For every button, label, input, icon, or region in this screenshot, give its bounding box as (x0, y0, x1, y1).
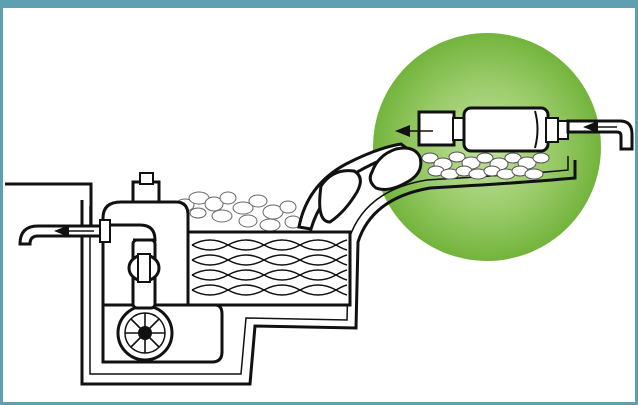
inlet-pipe-icon (566, 119, 634, 151)
transfer-hose-icon (297, 142, 423, 231)
gravel-highlight-icon (421, 151, 550, 180)
outlet-pipe-icon (18, 219, 111, 246)
valve-icon (104, 223, 161, 310)
filter-media-icon (186, 230, 352, 307)
gravel-bed-icon (165, 191, 302, 232)
basin-outline (80, 160, 577, 386)
impeller-icon (116, 304, 174, 362)
uv-clarifier-icon (417, 106, 569, 153)
pond-edge-icon (5, 182, 93, 230)
